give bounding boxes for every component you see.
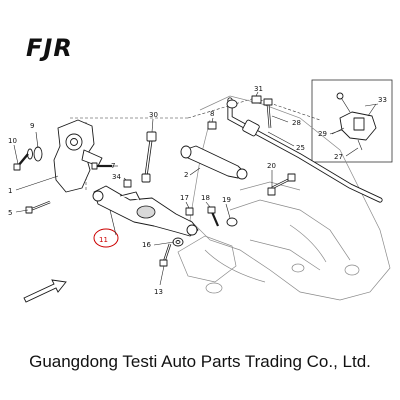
highlight-circle: [93, 228, 119, 248]
lower-control-arm: [92, 185, 199, 237]
callout-20: 20: [267, 162, 276, 170]
callout-28: 28: [292, 119, 301, 127]
callout-5: 5: [8, 209, 12, 217]
inset-detail-box: [311, 79, 393, 163]
company-name-footer: Guangdong Testi Auto Parts Trading Co., …: [29, 352, 371, 371]
bolt-20: [271, 173, 296, 190]
callout-18: 18: [201, 194, 210, 202]
leader-lines: [13, 91, 377, 286]
stabilizer-bar: [226, 97, 383, 203]
bolt-13: [159, 243, 172, 267]
stabilizer-link: [141, 131, 157, 183]
callout-34: 34: [112, 173, 121, 181]
bolt-18: [207, 206, 220, 227]
bolt-10: [13, 153, 29, 171]
nut-8: [207, 121, 217, 130]
callout-17: 17: [180, 194, 189, 202]
callout-16: 16: [142, 241, 151, 249]
link-ball-joint: [336, 92, 344, 100]
callout-31: 31: [254, 85, 263, 93]
callout-10: 10: [8, 137, 17, 145]
callout-11: 11: [99, 236, 108, 244]
callout-19: 19: [222, 196, 231, 204]
upper-control-arm: [180, 145, 248, 180]
stabilizer-bar-end: [226, 99, 238, 109]
nut-17: [185, 207, 194, 216]
callout-25: 25: [296, 144, 305, 152]
callout-7: 7: [111, 162, 115, 170]
bolt-7: [91, 162, 112, 170]
callout-27: 27: [334, 153, 343, 161]
stabilizer-bushing: [242, 119, 260, 137]
nut-34: [123, 179, 132, 188]
wheel-carrier: [27, 119, 103, 193]
svg-text:FJR: FJR: [26, 34, 73, 62]
callout-13: 13: [154, 288, 163, 296]
bolt-28: [263, 98, 273, 129]
washer-16: [172, 237, 184, 247]
callout-1: 1: [8, 187, 12, 195]
callout-29: 29: [318, 130, 327, 138]
bolt-5: [25, 200, 51, 214]
callout-labels: 9 10 1 5 7 34 11 16 13 17 18 19 20 2 8 3…: [8, 85, 387, 296]
exploded-parts-diagram: FJR: [8, 34, 393, 303]
callout-33: 33: [378, 96, 387, 104]
callout-8: 8: [210, 110, 214, 118]
nut-20-base: [267, 187, 276, 196]
brand-logo: FJR: [26, 34, 73, 62]
callout-30: 30: [149, 111, 158, 119]
nut-31: [251, 95, 262, 104]
sensor-bracket: [353, 117, 365, 131]
callout-2: 2: [184, 171, 188, 179]
direction-arrow-icon: [23, 279, 67, 303]
bolt-19: [226, 217, 238, 227]
callout-9: 9: [30, 122, 34, 130]
